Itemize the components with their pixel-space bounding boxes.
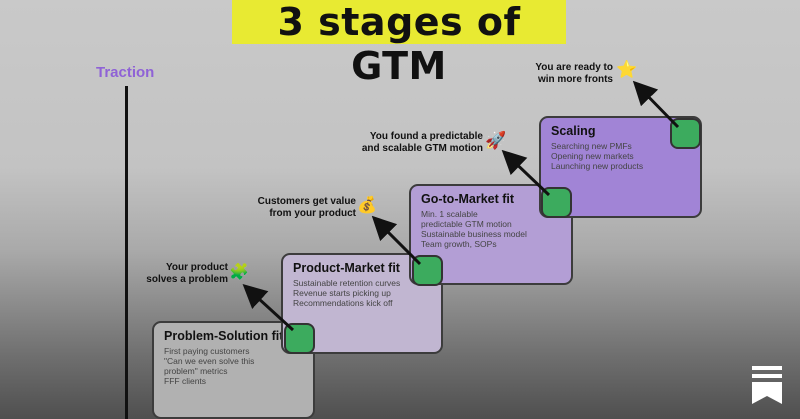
note-line: solves a problem <box>146 274 228 285</box>
stage-title: Product-Market fit <box>293 261 400 275</box>
stage-line: Revenue starts picking up <box>293 288 391 298</box>
puzzle-icon: 🧩 <box>229 264 249 281</box>
stage-title: Go-to-Market fit <box>421 192 515 206</box>
stage-line: Recommendations kick off <box>293 298 393 308</box>
note-customer-value: Customers get value from your product <box>250 196 356 220</box>
y-axis-label: Traction <box>96 64 155 81</box>
stage-line: Sustainable business model <box>421 229 527 239</box>
arrow-4 <box>632 80 680 129</box>
arrow-3 <box>501 149 551 197</box>
diagram-title: 3 stages of GTM <box>232 0 566 88</box>
rocket-icon: 🚀 <box>485 131 507 150</box>
note-line: You found a predictable <box>369 131 483 142</box>
stage-line: Opening new markets <box>551 151 634 161</box>
note-line: You are ready to <box>535 62 613 73</box>
star-icon: ⭐ <box>616 60 638 79</box>
stage-title: Scaling <box>551 124 596 138</box>
note-line: win more fronts <box>537 74 613 85</box>
stage-line: First paying customers <box>164 346 250 356</box>
stage-line: predictable GTM motion <box>421 219 512 229</box>
stage-title: Problem-Solution fit <box>164 329 284 343</box>
stage-2-corner <box>412 255 443 286</box>
stage-line: Sustainable retention curves <box>293 278 401 288</box>
stage-line: Launching new products <box>551 161 644 171</box>
stage-line: FFF clients <box>164 376 207 386</box>
stage-4-corner <box>670 118 701 149</box>
note-gtm-motion: You found a predictable and scalable GTM… <box>350 131 483 155</box>
note-problem-solved: Your product solves a problem <box>140 262 228 286</box>
arrow-1 <box>242 283 295 332</box>
stage-line: Searching new PMFs <box>551 141 632 151</box>
note-line: and scalable GTM motion <box>361 143 483 154</box>
stage-line: problem" metrics <box>164 366 228 376</box>
note-line: Your product <box>165 262 228 273</box>
note-line: Customers get value <box>257 196 356 207</box>
note-line: from your product <box>269 208 356 219</box>
arrow-2 <box>371 215 422 266</box>
note-more-fronts: You are ready to win more fronts <box>520 62 613 86</box>
money-bag-icon: 💰 <box>357 197 377 214</box>
substack-icon <box>752 366 782 404</box>
stage-line: "Can we even solve this <box>164 356 255 366</box>
y-axis-line <box>125 86 128 419</box>
stage-line: Min. 1 scalable <box>421 209 478 219</box>
stage-line: Team growth, SOPs <box>421 239 497 249</box>
